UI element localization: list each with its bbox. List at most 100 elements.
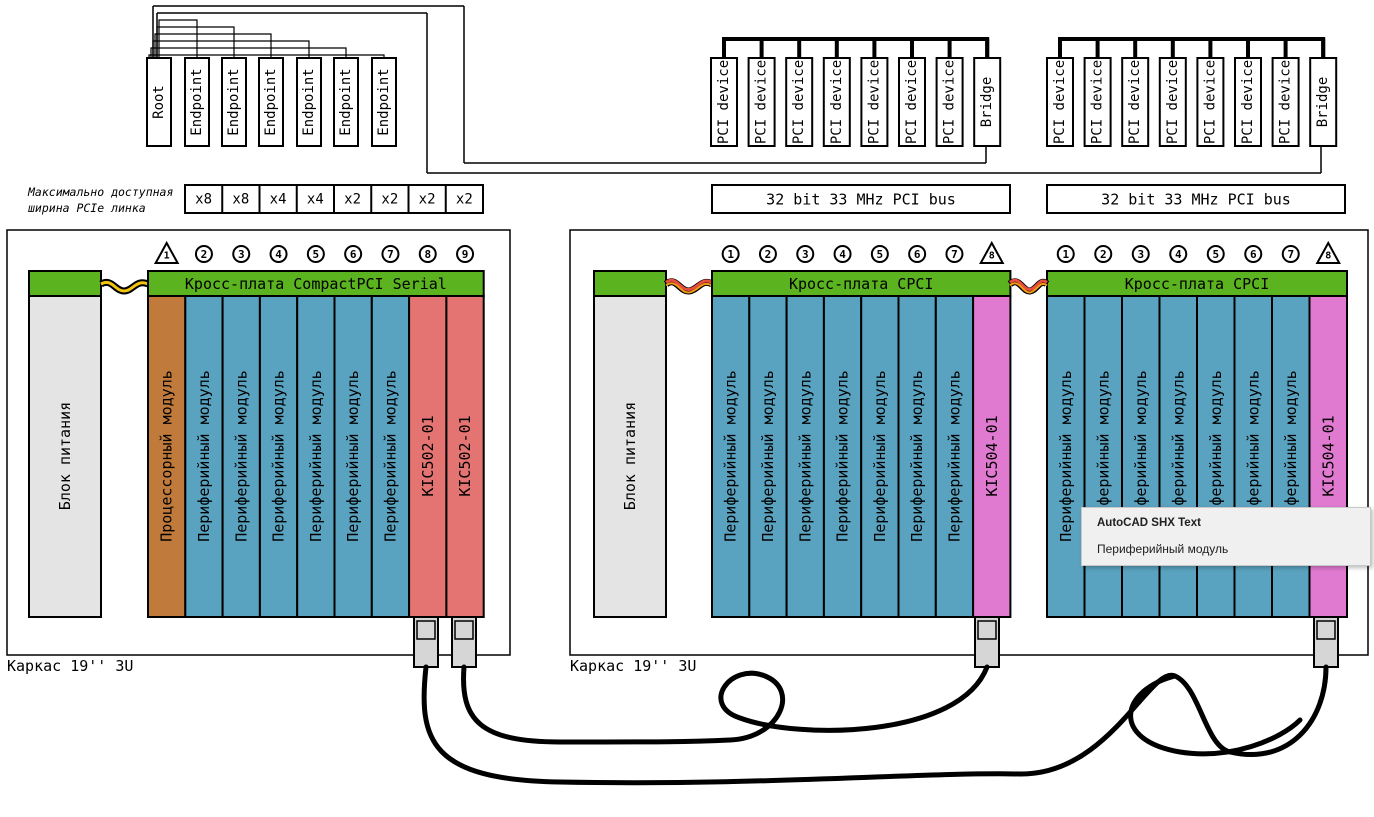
bridge-box bbox=[973, 57, 1002, 147]
module-slot-left bbox=[333, 295, 373, 618]
slot-number-left bbox=[269, 245, 288, 263]
slot-number-system-right-label: 8 bbox=[1325, 251, 1331, 262]
power-supply-mid bbox=[593, 295, 667, 618]
link-width-cell: x4 bbox=[270, 192, 287, 208]
cable-connector-inner-kic502-a bbox=[416, 620, 436, 640]
pcie-link-line bbox=[150, 47, 347, 58]
endpoint-label: Endpoint bbox=[263, 68, 279, 135]
tooltip: AutoCAD SHX Text Периферийный модуль bbox=[1081, 507, 1371, 566]
pci-device-label: PCI device bbox=[1202, 60, 1218, 144]
endpoint-box bbox=[221, 57, 247, 147]
power-cable-mid-core-a bbox=[665, 278, 713, 291]
module-slot-left bbox=[370, 295, 411, 618]
data-cable-loop-right bbox=[1128, 673, 1303, 757]
module-label-mid: Периферийный модуль bbox=[834, 370, 852, 542]
slot-number-right bbox=[1206, 245, 1225, 263]
module-slot-left bbox=[258, 295, 299, 618]
slot-number-mid bbox=[758, 245, 777, 263]
slot-number-mid bbox=[908, 245, 927, 263]
module-label-right: Периферийный модуль bbox=[1207, 370, 1225, 542]
pci-bus-label-box bbox=[711, 184, 1011, 214]
module-slot-mid bbox=[897, 295, 937, 618]
module-label-left: Периферийный модуль bbox=[344, 370, 362, 542]
cable-connector-inner-kic502-b bbox=[454, 620, 474, 640]
cable-connector-inner-kic504-right bbox=[1316, 620, 1336, 640]
link-width-cell: x2 bbox=[344, 192, 361, 208]
slot-number-mid-label: 1 bbox=[727, 248, 734, 261]
module-label-left: KIC502-01 bbox=[456, 415, 474, 496]
slot-number-mid-label: 2 bbox=[765, 248, 772, 261]
slot-number-left-label: 7 bbox=[387, 248, 394, 261]
slot-number-left-label: 2 bbox=[201, 248, 208, 261]
pci-device-label: PCI device bbox=[716, 60, 732, 144]
pci-device-box bbox=[1083, 57, 1112, 147]
slot-number-left-label: 8 bbox=[424, 248, 431, 261]
endpoint-label: Endpoint bbox=[226, 68, 242, 135]
module-label-left: KIC502-01 bbox=[419, 415, 437, 496]
slot-number-system-mid-label: 8 bbox=[989, 251, 995, 262]
module-label-right: Периферийный модуль bbox=[1169, 370, 1187, 542]
pcie-link-line bbox=[152, 40, 310, 58]
module-label-left: Процессорный модуль bbox=[158, 370, 176, 542]
module-label-right: Периферийный модуль bbox=[1057, 370, 1075, 542]
pci-bus-label-box bbox=[1046, 184, 1346, 214]
link-width-caption-line2: ширина PCIe линка bbox=[28, 201, 146, 215]
slot-number-left-label: 4 bbox=[275, 248, 282, 261]
link-width-cell: x8 bbox=[195, 192, 212, 208]
data-cable-outer bbox=[421, 664, 1329, 786]
pci-device-label: PCI device bbox=[1165, 60, 1181, 144]
pci-device-label: PCI device bbox=[754, 60, 770, 144]
root-complex-box bbox=[146, 57, 172, 147]
pcie-link-line bbox=[158, 19, 198, 58]
pci-device-label: PCI device bbox=[1127, 60, 1143, 144]
backplane-title-right: Кросс-плата CPCI bbox=[1125, 275, 1270, 293]
slot-number-left-label: 6 bbox=[350, 248, 357, 261]
module-slot-mid bbox=[972, 295, 1012, 618]
slot-number-left-label: 9 bbox=[462, 248, 469, 261]
slot-number-right bbox=[1094, 245, 1113, 263]
slot-number-mid bbox=[870, 245, 889, 263]
pci-device-box bbox=[935, 57, 964, 147]
module-slot-mid bbox=[748, 295, 788, 618]
module-slot-mid bbox=[822, 295, 863, 618]
slot-number-mid-label: 7 bbox=[951, 248, 958, 261]
endpoint-label: Endpoint bbox=[376, 68, 392, 135]
module-label-left: Периферийный модуль bbox=[195, 370, 213, 542]
module-label-right: Периферийный модуль bbox=[1282, 370, 1300, 542]
slot-number-mid bbox=[833, 245, 852, 263]
slot-number-right-label: 2 bbox=[1100, 248, 1107, 261]
pci-device-box bbox=[710, 57, 738, 147]
pci-device-label: PCI device bbox=[1090, 60, 1106, 144]
slot-number-mid bbox=[721, 245, 740, 263]
slot-number-right-label: 3 bbox=[1137, 248, 1144, 261]
data-cable-inner bbox=[461, 664, 990, 745]
pci-device-label: PCI device bbox=[904, 60, 920, 144]
cable-connector-inner-kic504-mid bbox=[977, 620, 997, 640]
power-connector-left bbox=[28, 270, 102, 297]
pci-device-label: PCI device bbox=[1278, 60, 1294, 144]
slot-number-left-label: 3 bbox=[238, 248, 245, 261]
link-width-cell: x2 bbox=[456, 192, 473, 208]
slot-number-left bbox=[306, 245, 325, 263]
module-slot-mid bbox=[860, 295, 900, 618]
slot-number-right-label: 7 bbox=[1287, 248, 1294, 261]
endpoint-label: Endpoint bbox=[189, 68, 205, 135]
endpoint-box bbox=[184, 57, 210, 147]
slot-number-left-label: 5 bbox=[313, 248, 320, 261]
root-label: Root bbox=[151, 85, 167, 119]
power-connector-mid bbox=[593, 270, 667, 297]
module-slot-mid bbox=[934, 295, 975, 618]
pci-device-box bbox=[1121, 57, 1150, 147]
pci-device-box bbox=[898, 57, 926, 147]
chassis-label-left: Каркас 19'' 3U bbox=[7, 657, 133, 675]
module-label-mid: Периферийный модуль bbox=[759, 370, 777, 542]
endpoint-label: Endpoint bbox=[301, 68, 317, 135]
module-slot-left bbox=[147, 295, 187, 618]
pci-device-box bbox=[747, 57, 776, 147]
pci-device-box bbox=[1158, 57, 1187, 147]
module-label-mid: Периферийный модуль bbox=[908, 370, 926, 542]
chassis-frame-right bbox=[569, 229, 1369, 656]
slot-number-left bbox=[194, 245, 213, 263]
slot-number-left bbox=[456, 245, 475, 263]
tooltip-title: AutoCAD SHX Text bbox=[1097, 517, 1201, 529]
